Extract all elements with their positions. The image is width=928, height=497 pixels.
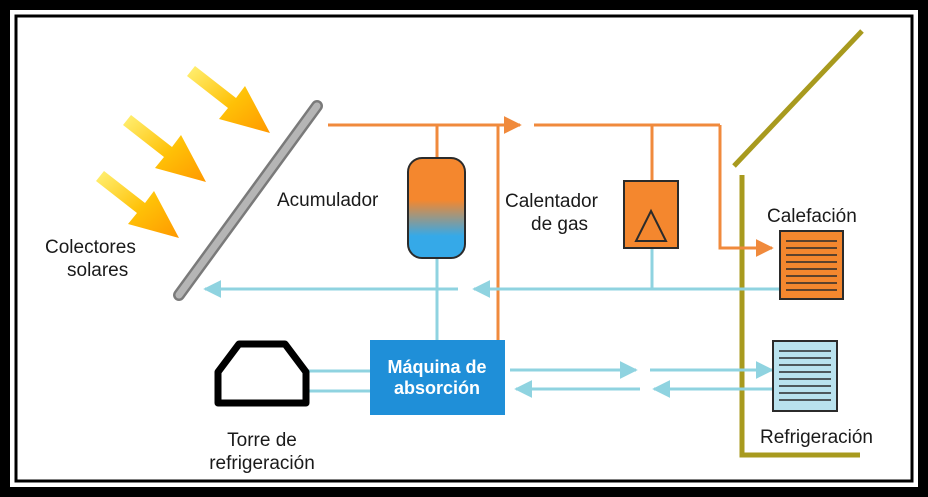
cooling-tower-label-line1: Torre de (227, 430, 297, 451)
gas-heater (623, 180, 679, 249)
sun-arrow-icon (96, 66, 270, 238)
accumulator-label: Acumulador (277, 190, 379, 211)
collectors-label-line2: solares (67, 260, 128, 281)
absorption-machine (370, 340, 505, 415)
collectors-label-line1: Colectores (45, 237, 136, 258)
hot-water-lines (328, 116, 774, 340)
gas-heater-label-line1: Calentador (505, 191, 599, 212)
heating-label: Calefación (767, 206, 857, 227)
accumulator-tank (407, 157, 466, 259)
inner-border (14, 14, 914, 483)
cooling-panel (772, 340, 838, 412)
triangle-flame-icon (634, 208, 668, 242)
absorption-label-line2: absorción (394, 378, 480, 398)
cold-water-lines (203, 248, 779, 398)
absorption-label-line1: Máquina de (387, 357, 486, 377)
cooling-tower-label-line2: refrigeración (209, 453, 315, 474)
house-roof (732, 29, 864, 168)
heating-radiator (779, 230, 844, 300)
cooling-label: Refrigeración (760, 427, 873, 448)
gas-heater-label-line2: de gas (531, 214, 588, 235)
cooling-tower-icon (214, 340, 310, 407)
house-wall (739, 175, 860, 458)
